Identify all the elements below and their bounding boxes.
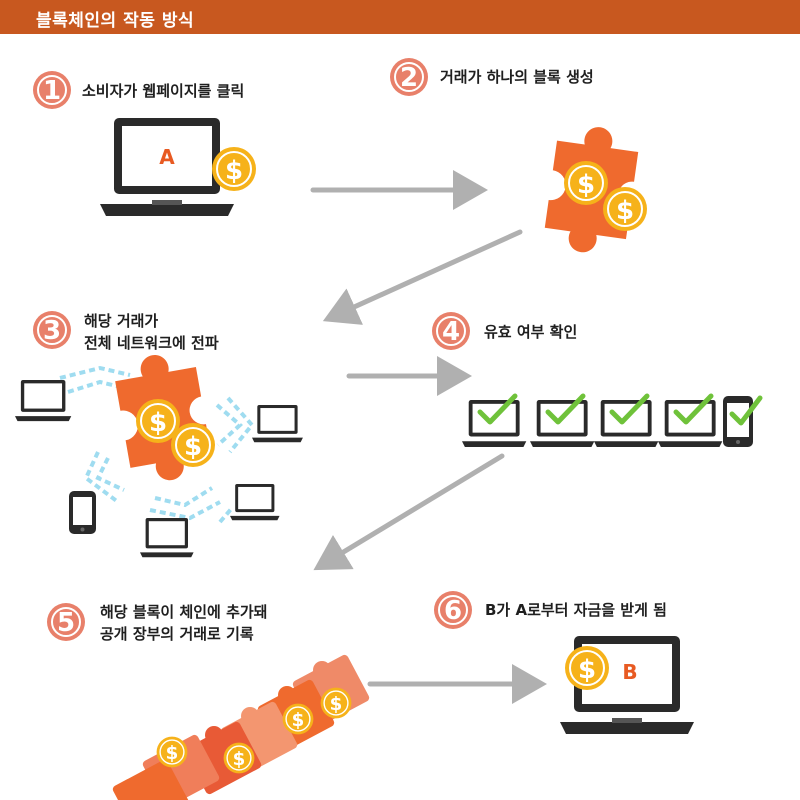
step-number-6: 6 bbox=[444, 596, 462, 626]
dollar-coin-icon: $ bbox=[211, 146, 257, 192]
arrow-icon bbox=[313, 453, 505, 571]
step-number-1: 1 bbox=[43, 76, 61, 106]
checkmark-icon bbox=[729, 395, 763, 426]
page-title: 블록체인의 작동 방식 bbox=[36, 11, 195, 31]
svg-text:$: $ bbox=[577, 170, 595, 200]
laptop-icon bbox=[252, 405, 303, 443]
dollar-coin-icon: $ bbox=[564, 645, 610, 691]
step-badge-3: 3 bbox=[33, 311, 71, 349]
step-1-line-1: 소비자가 웹페이지를 클릭 bbox=[82, 82, 245, 100]
checkmark-icon bbox=[609, 393, 650, 425]
step-number-4: 4 bbox=[442, 317, 460, 347]
puzzle-chain bbox=[112, 654, 370, 800]
step-5-line-1: 해당 블록이 체인에 추가돼 bbox=[100, 603, 268, 621]
step-label-4: 유효 여부 확인 bbox=[484, 321, 577, 343]
header-bar: 블록체인의 작동 방식 bbox=[0, 0, 800, 34]
step-5-line-2: 공개 장부의 거래로 기록 bbox=[100, 625, 254, 643]
svg-text:$: $ bbox=[184, 432, 202, 462]
svg-text:$: $ bbox=[616, 196, 634, 226]
checkmark-icon bbox=[477, 393, 518, 425]
step-3-line-1: 해당 거래가 bbox=[84, 312, 159, 330]
dollar-coin-icon: $ bbox=[319, 686, 353, 720]
svg-text:$: $ bbox=[330, 694, 343, 715]
step-badge-1: 1 bbox=[33, 71, 71, 109]
laptop-icon bbox=[15, 380, 72, 422]
step-number-2: 2 bbox=[400, 63, 418, 93]
checkmark-icon bbox=[673, 393, 714, 425]
laptop-icon bbox=[462, 400, 527, 448]
svg-text:$: $ bbox=[292, 710, 305, 731]
dollar-coin-icon: $ bbox=[170, 422, 216, 468]
step-label-5: 해당 블록이 체인에 추가돼 공개 장부의 거래로 기록 bbox=[100, 601, 267, 645]
dollar-coin-icon: $ bbox=[155, 735, 189, 769]
step-label-2: 거래가 하나의 블록 생성 bbox=[440, 66, 594, 88]
svg-text:$: $ bbox=[149, 408, 167, 438]
dollar-coin-icon: $ bbox=[602, 186, 648, 232]
step-number-5: 5 bbox=[57, 608, 75, 638]
screen-letter-a: A bbox=[159, 145, 175, 169]
screen-letter-b: B bbox=[622, 660, 637, 684]
svg-text:$: $ bbox=[578, 655, 596, 685]
step-label-1: 소비자가 웹페이지를 클릭 bbox=[82, 80, 244, 102]
laptop-icon bbox=[530, 400, 595, 448]
step-6-line-1: B가 A로부터 자금을 받게 됨 bbox=[485, 601, 667, 619]
step-4-line-1: 유효 여부 확인 bbox=[484, 323, 578, 341]
dollar-coin-icon: $ bbox=[222, 741, 256, 775]
step-2-line-1: 거래가 하나의 블록 생성 bbox=[440, 68, 594, 86]
svg-text:$: $ bbox=[233, 749, 246, 770]
checkmark-icon bbox=[545, 393, 586, 425]
laptop-icon bbox=[594, 400, 659, 448]
broadcast-waves bbox=[59, 365, 255, 524]
step-badge-5: 5 bbox=[47, 603, 85, 641]
svg-text:$: $ bbox=[225, 156, 243, 186]
dollar-coin-icon: $ bbox=[135, 398, 181, 444]
dollar-coin-icon: $ bbox=[563, 160, 609, 206]
step-badge-6: 6 bbox=[434, 591, 472, 629]
smartphone-icon bbox=[69, 491, 96, 534]
laptop-icon: A bbox=[100, 118, 234, 216]
step-badge-2: 2 bbox=[390, 58, 428, 96]
step-number-3: 3 bbox=[43, 316, 61, 346]
step-badge-4: 4 bbox=[432, 312, 470, 350]
laptop-icon bbox=[658, 400, 723, 448]
step-label-6: B가 A로부터 자금을 받게 됨 bbox=[485, 599, 667, 621]
laptop-icon bbox=[230, 484, 280, 521]
step-3-line-2: 전체 네트워크에 전파 bbox=[84, 334, 219, 352]
laptop-icon bbox=[140, 518, 194, 558]
arrow-icon bbox=[322, 229, 523, 325]
step-label-3: 해당 거래가 전체 네트워크에 전파 bbox=[84, 310, 219, 354]
dollar-coin-icon: $ bbox=[281, 702, 315, 736]
svg-text:$: $ bbox=[166, 743, 179, 764]
